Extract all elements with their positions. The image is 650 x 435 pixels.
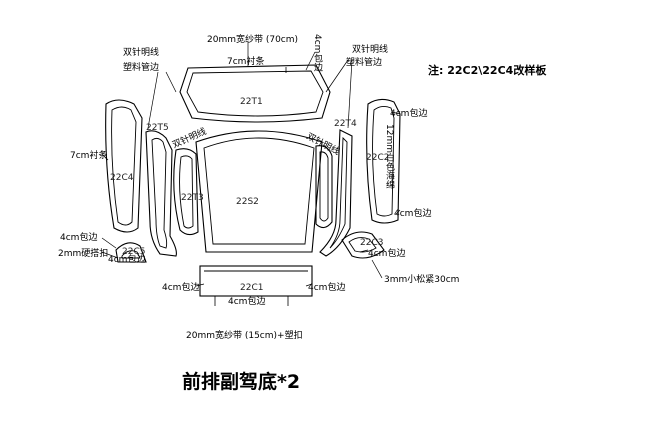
piece-22c5-outline — [115, 242, 147, 263]
piece-22c5-seam — [121, 250, 141, 259]
label-right-foam: 12mm白色海绵 — [384, 124, 395, 189]
piece-22c3-seam — [348, 237, 377, 253]
code-22c3: 22C3 — [360, 238, 383, 248]
label-right-stitch: 双针明线 — [352, 43, 388, 55]
label-top-edge-v: 4cm包边 — [312, 34, 323, 72]
piece-22t3-outline — [173, 148, 199, 236]
page-title: 前排副驾底*2 — [182, 370, 300, 393]
piece-22c1 — [199, 265, 313, 306]
piece-22t1-outline — [179, 64, 331, 123]
leader-lines — [101, 42, 401, 287]
piece-22s2 — [195, 130, 323, 253]
label-left-binding-1: 4cm包边 — [60, 231, 97, 243]
code-22s2: 22S2 — [236, 197, 259, 207]
piece-22s2-outline — [195, 130, 323, 253]
piece-right-inner-strip-outline — [315, 145, 333, 229]
label-top-liner: 7cm衬条 — [227, 55, 264, 67]
piece-right-inner-strip-seam — [319, 151, 329, 222]
piece-22t3-seam — [179, 155, 194, 229]
label-bottom-band: 20mm宽纱带 (15cm)+塑扣 — [186, 329, 303, 341]
piece-22c1-outline — [199, 265, 313, 297]
piece-22c5 — [115, 242, 147, 263]
label-left-hard-rail: 2mm硬搭扣 — [58, 247, 108, 259]
note-text: 注: 22C2\22C4改样板 — [428, 63, 547, 77]
piece-22t4-seam — [329, 136, 348, 249]
label-elastic: 3mm小松紧30cm — [384, 273, 459, 285]
label-left-side-liner: 7cm衬条 — [70, 149, 107, 161]
piece-22t1 — [179, 64, 331, 123]
piece-22c4-seam — [111, 106, 137, 226]
piece-22c2-outline — [366, 98, 401, 224]
label-bottom-left-edge: 4cm包边 — [162, 281, 199, 293]
label-right-top-edge: 4cm包边 — [390, 107, 427, 119]
label-bottom-center-edge: 4cm包边 — [228, 295, 265, 307]
piece-right-inner-strip — [315, 145, 333, 229]
label-right-diag-stitch: 双针明线 — [305, 130, 342, 158]
piece-22t5-outline — [145, 130, 177, 257]
code-22c5: 22C5 — [122, 247, 145, 257]
piece-22t1-seam — [186, 70, 324, 117]
piece-22t3 — [173, 148, 199, 236]
code-22c4: 22C4 — [110, 173, 134, 183]
label-top-band: 20mm宽纱带 (70cm) — [207, 33, 298, 45]
label-left-binding-2: 4cm包边 — [108, 253, 145, 265]
label-right-binding: 4cm包边 — [368, 247, 405, 259]
code-22t1: 22T1 — [240, 97, 263, 107]
code-22t5: 22T5 — [146, 123, 169, 133]
piece-22c4 — [105, 99, 143, 233]
label-left-stitch: 双针明线 — [123, 46, 159, 58]
code-22t3: 22T3 — [181, 193, 204, 203]
piece-22t5-seam — [151, 137, 168, 249]
piece-22t5 — [145, 130, 177, 257]
piece-22t4 — [319, 129, 353, 257]
label-bottom-right-edge: 4cm包边 — [308, 281, 345, 293]
label-right-tube: 塑料管边 — [346, 56, 382, 68]
piece-22c3-outline — [341, 231, 385, 259]
label-left-diag-stitch: 双针明线 — [170, 125, 208, 151]
code-22t4: 22T4 — [334, 119, 357, 129]
label-left-tube: 塑料管边 — [123, 61, 159, 73]
piece-22c3 — [341, 231, 385, 259]
piece-22c2-seam — [372, 105, 395, 217]
piece-22c4-outline — [105, 99, 143, 233]
label-right-mid-edge: 4cm包边 — [394, 207, 431, 219]
code-22c1: 22C1 — [240, 283, 263, 293]
piece-22s2-seam — [203, 137, 315, 245]
piece-22c2 — [366, 98, 401, 224]
piece-22t4-outline — [319, 129, 353, 257]
code-22c2: 22C2 — [366, 153, 389, 163]
